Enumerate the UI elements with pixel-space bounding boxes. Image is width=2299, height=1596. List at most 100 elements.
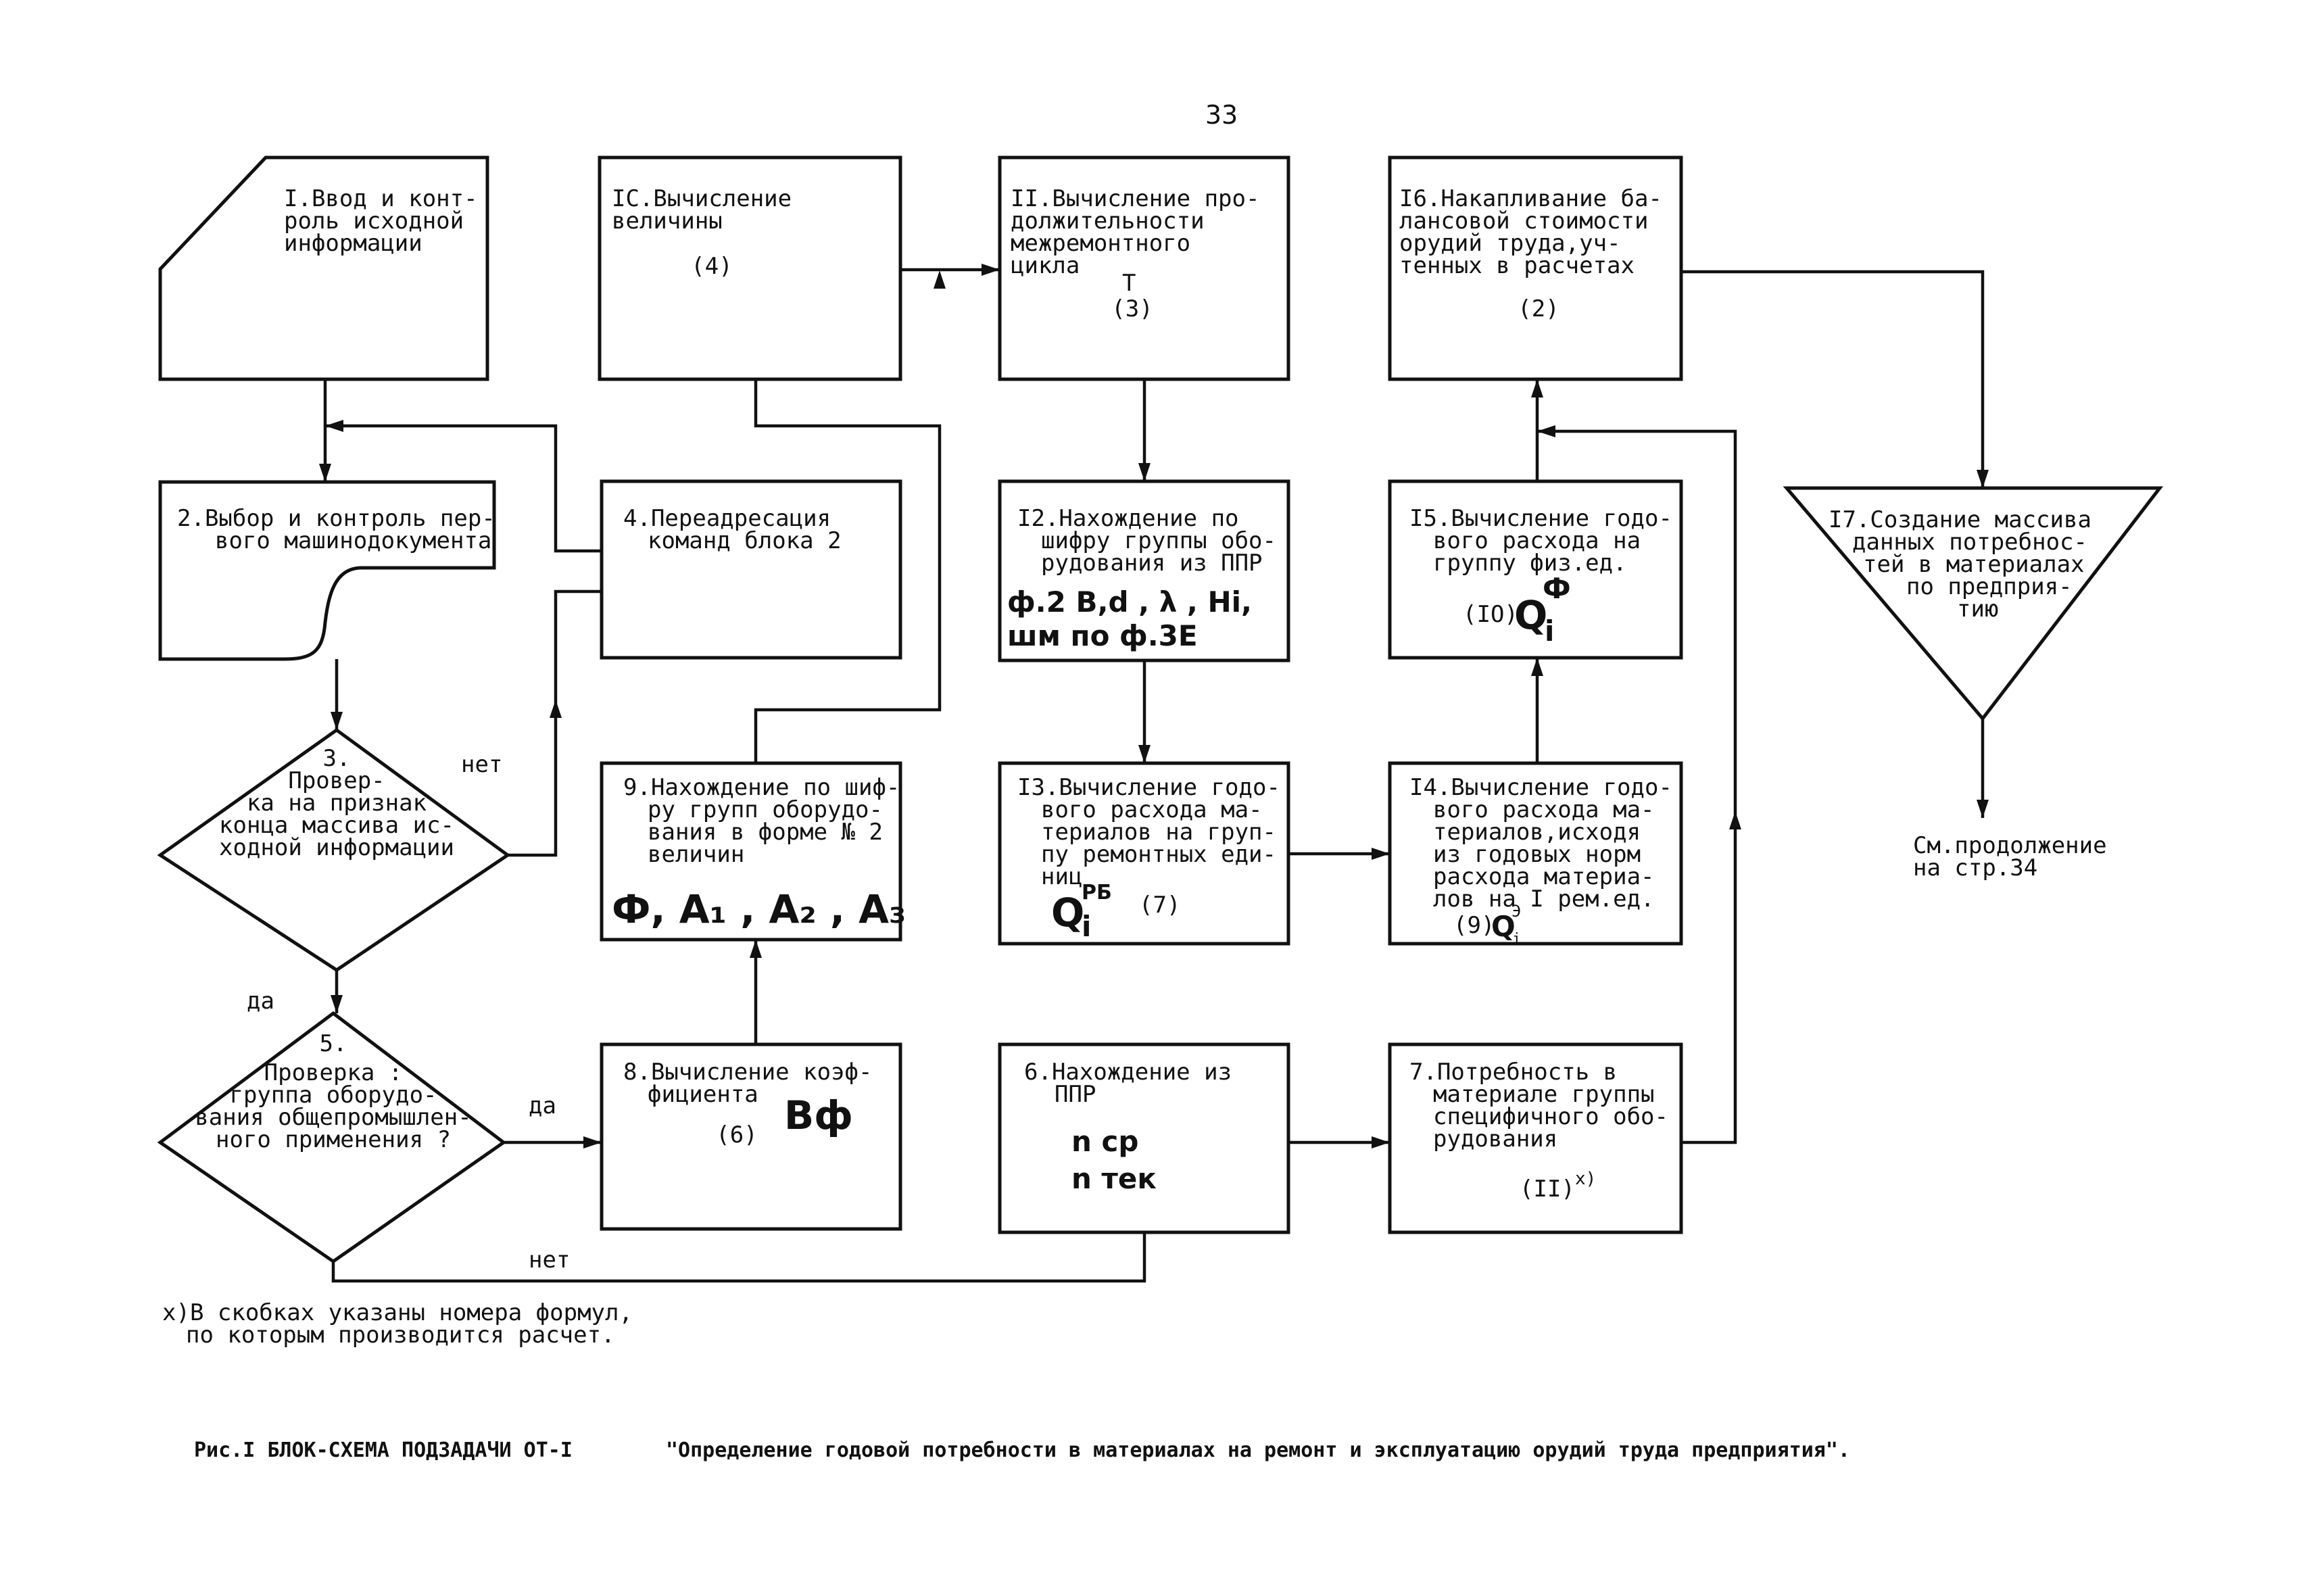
block-3-label: 3. Провер- ка на признак конца массива и… [219,745,454,861]
block-15-box [1388,479,1683,660]
svg-text:x)В скобках указаны номера фор: x)В скобках указаны номера формул, [162,1299,633,1326]
math-q: Q [1491,910,1516,943]
svg-text:рудования: рудования [1433,1126,1557,1153]
svg-text:тию: тию [1957,596,1998,623]
svg-text:ру групп оборудо-: ру групп оборудо- [648,796,883,823]
math-b-phi: Bф [784,1092,853,1138]
block-6-box [998,1042,1290,1234]
svg-text:ППР: ППР [1055,1081,1096,1108]
block-16-box [1388,155,1683,381]
svg-text:I5.Вычисление годо-: I5.Вычисление годо- [1409,505,1672,532]
block-10-box [598,155,902,381]
svg-text:Провер-: Провер- [288,767,385,794]
svg-text:5.: 5. [320,1030,347,1057]
svg-text:должительности: должительности [1011,208,1205,235]
svg-text:на стр.34: на стр.34 [1913,854,2037,881]
svg-text:Проверка :: Проверка : [264,1059,403,1086]
svg-text:материале группы: материале группы [1433,1081,1655,1108]
block-1-label: I.Ввод и конт- роль исходной информации [284,185,478,257]
math-sub: i [1082,910,1091,943]
svg-text:вого расхода на: вого расхода на [1433,527,1641,554]
svg-text:специфичного обо-: специфичного обо- [1433,1103,1668,1130]
svg-text:вого машинодокумента: вого машинодокумента [215,527,491,554]
block-2-document-shape [158,480,496,661]
svg-text:IС.Вычисление: IС.Вычисление [612,185,792,212]
svg-text:данных потребнос-: данных потребнос- [1852,529,2087,556]
svg-text:орудий труда,уч-: орудий труда,уч- [1399,230,1621,257]
formula-ref: (2) [1518,295,1559,322]
svg-text:I7.Создание массива: I7.Создание массива [1829,506,2091,533]
svg-text:7.Потребность в: 7.Потребность в [1409,1059,1617,1086]
svg-text:вого расхода ма-: вого расхода ма- [1041,796,1263,823]
svg-text:2.Выбор и контроль пер-: 2.Выбор и контроль пер- [177,505,495,532]
continuation-note: См.продолжение на стр.34 [1913,832,2107,881]
block-13-box [998,761,1290,946]
svg-text:вания в форме № 2: вания в форме № 2 [648,819,883,846]
svg-text:по которым производится расчет: по которым производится расчет. [186,1322,615,1349]
block-9-box [600,761,902,942]
svg-text:териалов,исходя: териалов,исходя [1433,819,1641,846]
block-16-label: I6.Накапливание ба- лансовой стоимости о… [1399,185,1662,322]
math-params: ф.2 B,d , λ , Hi, [1007,585,1252,619]
svg-text:тей в материалах: тей в материалах [1863,551,2085,578]
svg-text:тенных в расчетах: тенных в расчетах [1399,252,1635,279]
svg-text:ка на признак: ка на признак [247,790,427,817]
block-4-label: 4.Переадресация команд блока 2 [623,505,842,554]
svg-text:вания общепромышлен-: вания общепромышлен- [195,1104,471,1131]
block-17-triangle [1783,486,2164,721]
math-n-sr: n ср [1071,1125,1138,1158]
svg-text:ниц: ниц [1041,863,1082,890]
connector-arrowheads [319,264,1989,1148]
edge-label-no-3: нет [461,751,502,778]
svg-text:ного применения ?: ного применения ? [216,1126,451,1153]
page-number: 33 [1205,100,1238,130]
math-values: Ф, A₁ , A₂ , A₃ [612,886,906,932]
svg-text:пу ремонтных еди-: пу ремонтных еди- [1041,841,1276,868]
math-sup: Ф [1543,572,1571,605]
math-n-tek: n тек [1071,1162,1157,1195]
svg-text:группу физ.ед.: группу физ.ед. [1433,550,1627,577]
math-sub: i [1545,614,1554,648]
svg-text:I2.Нахождение по: I2.Нахождение по [1017,505,1239,532]
svg-text:цикла: цикла [1011,252,1080,279]
block-9-label: 9.Нахождение по шиф- ру групп оборудо- в… [612,774,906,932]
block-8-label: 8.Вычисление коэф- фициента Bф (6) [623,1059,872,1148]
math-q: Q [1051,890,1084,936]
caption-title: "Определение годовой потребности в матер… [666,1438,1850,1462]
svg-text:группа оборудо-: группа оборудо- [229,1082,437,1109]
block-15-label: I5.Вычисление годо- вого расхода на груп… [1409,505,1672,648]
svg-text:4.Переадресация: 4.Переадресация [623,505,831,532]
block-10-label: IС.Вычисление величины (4) [612,185,792,280]
svg-text:величины: величины [612,208,723,235]
svg-text:лансовой стоимости: лансовой стоимости [1399,208,1648,235]
math-params-2: шм по ф.3E [1007,619,1198,652]
svg-text:См.продолжение: См.продолжение [1913,832,2107,859]
formula-ref: (II) [1520,1176,1575,1203]
svg-text:6.Нахождение из: 6.Нахождение из [1024,1059,1232,1086]
edge-label-no-5: нет [529,1247,570,1274]
svg-text:I4.Вычисление годо-: I4.Вычисление годо- [1409,774,1672,801]
svg-text:териалов на груп-: териалов на груп- [1041,819,1276,846]
svg-text:вого расхода ма-: вого расхода ма- [1433,796,1655,823]
block-13-label: I3.Вычисление годо- вого расхода ма- тер… [1017,774,1280,943]
block-7-box [1388,1042,1683,1234]
svg-text:шифру группы обо-: шифру группы обо- [1041,527,1276,554]
formula-ref: (3) [1111,295,1153,322]
svg-text:по предприя-: по предприя- [1906,573,2073,600]
svg-text:величин: величин [648,841,744,868]
block-14-label: I4.Вычисление годо- вого расхода ма- тер… [1409,774,1672,948]
formula-ref: (9) [1453,912,1495,939]
svg-text:информации: информации [284,230,422,257]
math-sub: i [1512,931,1521,948]
block-2-label: 2.Выбор и контроль пер- вого машинодокум… [177,505,495,554]
caption-label: Рис.I БЛОК-СХЕМА ПОДЗАДАЧИ ОТ-I [194,1438,573,1462]
block-5-label: 5. Проверка : группа оборудо- вания обще… [195,1030,471,1153]
edge-label-yes-5: да [529,1092,556,1119]
math-q: Q [1514,592,1547,638]
block-11-label: II.Вычисление про- должительности межрем… [1011,185,1259,322]
svg-text:3.: 3. [323,745,351,772]
svg-text:9.Нахождение по шиф-: 9.Нахождение по шиф- [623,774,900,801]
edge-label-yes-3: да [247,988,274,1015]
